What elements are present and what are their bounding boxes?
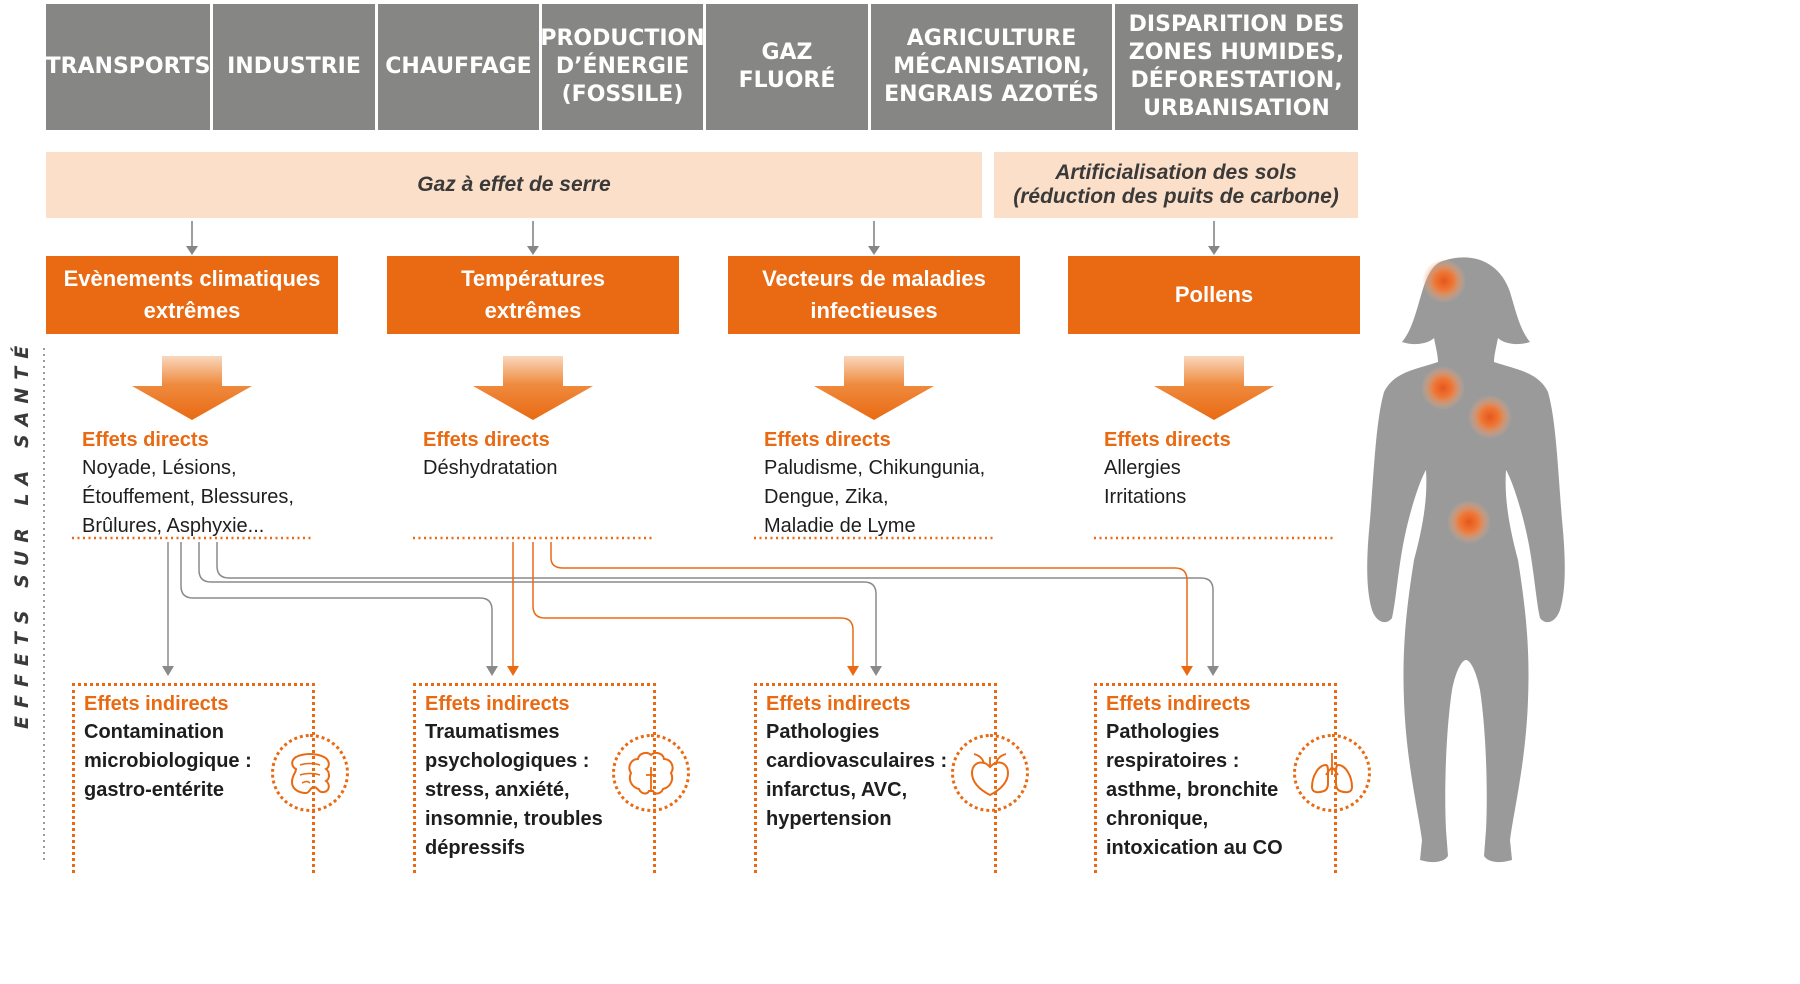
heart-icon: [951, 734, 1029, 812]
indirect-effects-heading: Effets indirects: [425, 693, 570, 715]
direct-effects-heading: Effets directs: [1104, 429, 1231, 451]
direct-effects-weather: Effets directs Noyade, Lésions, Étouffem…: [82, 426, 342, 541]
source-transports: TRANSPORTS: [46, 4, 210, 130]
direct-effects-text: Allergies Irritations: [1104, 457, 1187, 508]
indirect-effects-heading: Effets indirects: [766, 693, 911, 715]
indirect-effects-text: Pathologies cardiovasculaires : infarctu…: [766, 721, 948, 830]
indirect-effects-text: Pathologies respiratoires : asthme, bron…: [1106, 721, 1283, 859]
category-disease-vectors: Vecteurs de maladies infectieuses: [728, 256, 1020, 334]
human-body-figure: [1367, 257, 1565, 863]
direct-effects-heading: Effets directs: [82, 429, 209, 451]
intestine-icon: [271, 734, 349, 812]
grey-flow-lines: [167, 542, 1214, 668]
indirect-effects-text: Contamination microbiologique : gastro-e…: [84, 721, 252, 801]
lungs-icon: [1293, 734, 1371, 812]
direct-effects-temperature: Effets directs Déshydratation: [423, 426, 683, 483]
source-production-energie: PRODUCTION D’ÉNERGIE (FOSSILE): [540, 4, 705, 130]
band-to-category-arrows: [191, 221, 1215, 250]
direct-effects-heading: Effets directs: [764, 429, 891, 451]
direct-effects-text: Paludisme, Chikungunia, Dengue, Zika, Ma…: [764, 457, 986, 537]
direct-effects-pollens: Effets directs Allergies Irritations: [1104, 426, 1364, 512]
source-gaz-fluore: GAZ FLUORÉ: [706, 4, 868, 130]
indirect-effects-text: Traumatismes psychologiques : stress, an…: [425, 721, 603, 859]
source-industrie: INDUSTRIE: [213, 4, 375, 130]
source-chauffage: CHAUFFAGE: [378, 4, 539, 130]
body-pain-spots: [1421, 259, 1512, 544]
indirect-effects-cardiovascular: Effets indirects Pathologies cardiovascu…: [766, 690, 996, 834]
side-label-health-effects: EFFETS SUR LA SANTÉ: [11, 337, 33, 729]
direct-effects-vectors: Effets directs Paludisme, Chikungunia, D…: [764, 426, 1024, 541]
source-agriculture: AGRICULTURE MÉCANISATION, ENGRAIS AZOTÉS: [871, 4, 1112, 130]
direct-effects-heading: Effets directs: [423, 429, 550, 451]
band-soil-artificialisation: Artificialisation des sols (réduction de…: [994, 152, 1358, 218]
brain-icon: [612, 734, 690, 812]
category-extreme-temperatures: Températures extrêmes: [387, 256, 679, 334]
indirect-effects-heading: Effets indirects: [84, 693, 229, 715]
direct-effects-text: Déshydratation: [423, 457, 558, 479]
category-extreme-weather: Evènements climatiques extrêmes: [46, 256, 338, 334]
indirect-effects-digestive: Effets indirects Contamination microbiol…: [84, 690, 314, 805]
big-down-arrows: [132, 356, 1274, 420]
indirect-effects-heading: Effets indirects: [1106, 693, 1251, 715]
band-greenhouse-gas: Gaz à effet de serre: [46, 152, 982, 218]
orange-flow-lines: [512, 542, 1188, 668]
direct-effects-text: Noyade, Lésions, Étouffement, Blessures,…: [82, 457, 294, 537]
indirect-effects-respiratory: Effets indirects Pathologies respiratoir…: [1106, 690, 1336, 863]
indirect-effects-psychological: Effets indirects Traumatismes psychologi…: [425, 690, 655, 863]
category-pollens: Pollens: [1068, 256, 1360, 334]
source-disparition-zones-humides: DISPARITION DES ZONES HUMIDES, DÉFORESTA…: [1115, 4, 1358, 130]
